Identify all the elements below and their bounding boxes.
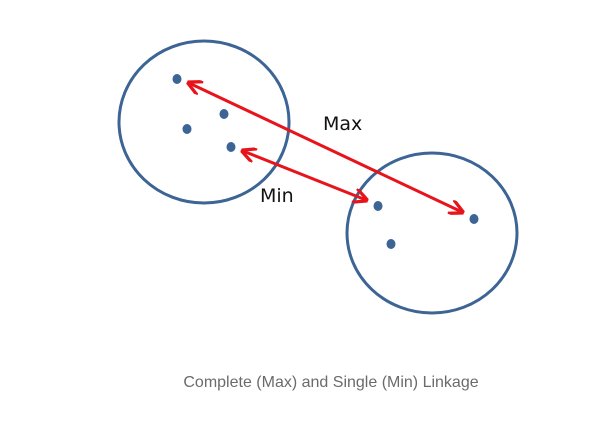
cluster-a-point (226, 142, 236, 152)
max-label: Max (323, 113, 362, 135)
cluster-b-outline (345, 151, 519, 315)
cluster-a-point (172, 74, 182, 84)
cluster-b-point (386, 239, 396, 249)
cluster-a-point (182, 124, 192, 134)
cluster-b-point (469, 214, 479, 224)
figure-caption: Complete (Max) and Single (Min) Linkage (183, 374, 479, 391)
cluster-a (117, 39, 291, 205)
cluster-b-point (373, 201, 383, 211)
cluster-b (345, 151, 519, 315)
cluster-a-outline (117, 39, 291, 205)
min-linkage-arrow (243, 151, 366, 200)
cluster-a-point (219, 109, 229, 119)
min-label: Min (260, 185, 294, 207)
